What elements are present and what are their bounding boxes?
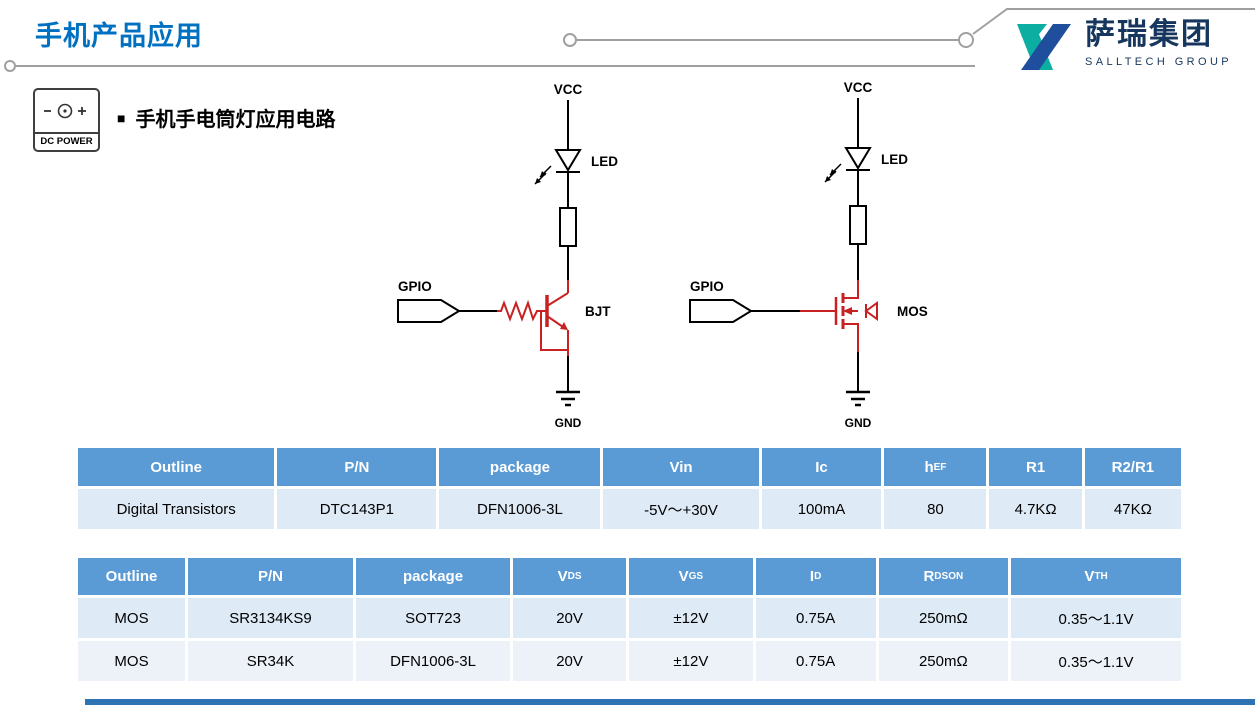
table-cell: DFN1006-3L: [355, 641, 511, 681]
table-cell: MOS: [78, 598, 186, 638]
column-header: Ic: [761, 448, 882, 486]
table-cell: 47KΩ: [1084, 489, 1181, 529]
table-cell: 20V: [513, 598, 627, 638]
table-cell: SR34K: [188, 641, 353, 681]
mos-circuit-wires: [751, 98, 859, 392]
table-cell: 0.35～1.1V: [1011, 641, 1181, 681]
column-header: P/N: [277, 448, 437, 486]
device-label: MOS: [897, 304, 928, 319]
gnd-symbol: [846, 390, 870, 407]
section-heading: ■ 手机手电筒灯应用电路: [117, 103, 335, 132]
base-resistor-zigzag: [497, 299, 547, 322]
table-cell: 0.75A: [755, 641, 876, 681]
column-header: Outline: [78, 558, 186, 595]
table-cell: 20V: [513, 641, 627, 681]
mos-flashlight-circuit: VCC LED GPIO MOS GND: [689, 80, 928, 430]
table-cell: 250mΩ: [878, 641, 1009, 681]
bottom-accent-bar: [85, 699, 1255, 705]
body-diode-symbol: [864, 301, 878, 321]
table-cell: SR3134KS9: [188, 598, 353, 638]
vcc-label: VCC: [844, 80, 873, 95]
column-header: Outline: [78, 448, 275, 486]
column-header: R1: [989, 448, 1082, 486]
logo-mark-icon: [1017, 24, 1071, 70]
led-symbol: [824, 147, 872, 183]
dc-power-icon: DC POWER: [33, 88, 100, 152]
base-emitter-resistor-loop: [540, 311, 568, 351]
table-cell: DTC143P1: [277, 489, 437, 529]
table-cell: 100mA: [761, 489, 882, 529]
gpio-label: GPIO: [690, 279, 724, 294]
led-label: LED: [591, 154, 618, 169]
gpio-arrow: [397, 299, 461, 323]
page-title: 手机产品应用: [35, 21, 203, 51]
table-cell: ±12V: [629, 641, 753, 681]
led-emission-arrows: [534, 165, 552, 185]
series-resistor-symbol: [559, 207, 577, 247]
led-label: LED: [881, 152, 908, 167]
table-cell: 4.7KΩ: [989, 489, 1082, 529]
section-heading-text: 手机手电筒灯应用电路: [135, 109, 336, 131]
table-cell: Digital Transistors: [78, 489, 275, 529]
dc-jack-symbol-icon: [35, 90, 98, 132]
bullet-square-icon: ■: [117, 109, 126, 126]
column-header: package: [355, 558, 511, 595]
logo-name-cn: 萨瑞集团: [1085, 18, 1213, 51]
logo-name-en: SALLTECH GROUP: [1085, 55, 1233, 68]
gnd-symbol: [556, 390, 580, 407]
gnd-label: GND: [555, 416, 582, 430]
table-cell: 0.75A: [755, 598, 876, 638]
bjt-transistor-symbol: [497, 280, 569, 356]
series-resistor-symbol: [849, 205, 867, 245]
company-logo: 萨瑞集团 SALLTECH GROUP: [1012, 18, 1232, 74]
table-cell: -5V～+30V: [603, 489, 759, 529]
gnd-label: GND: [845, 416, 872, 430]
mos-transistor-symbol: [800, 280, 878, 352]
bjt-flashlight-circuit: VCC LED GPIO BJT GND: [397, 82, 618, 430]
led-emission-arrows: [824, 163, 842, 183]
led-symbol: [534, 149, 582, 185]
table-cell: SOT723: [355, 598, 511, 638]
vcc-label: VCC: [554, 82, 583, 97]
column-header: P/N: [188, 558, 353, 595]
table-cell: 250mΩ: [878, 598, 1009, 638]
table-cell: ±12V: [629, 598, 753, 638]
gpio-arrow: [689, 299, 753, 323]
column-header: R2/R1: [1084, 448, 1181, 486]
device-label: BJT: [585, 304, 611, 319]
column-header: package: [439, 448, 601, 486]
column-header: Vin: [603, 448, 759, 486]
table-cell: MOS: [78, 641, 186, 681]
table-cell: 0.35～1.1V: [1011, 598, 1181, 638]
gpio-label: GPIO: [398, 279, 432, 294]
table-cell: DFN1006-3L: [439, 489, 601, 529]
table-cell: 80: [884, 489, 987, 529]
bjt-circuit-wires: [459, 100, 569, 392]
dc-power-label: DC POWER: [35, 132, 98, 150]
